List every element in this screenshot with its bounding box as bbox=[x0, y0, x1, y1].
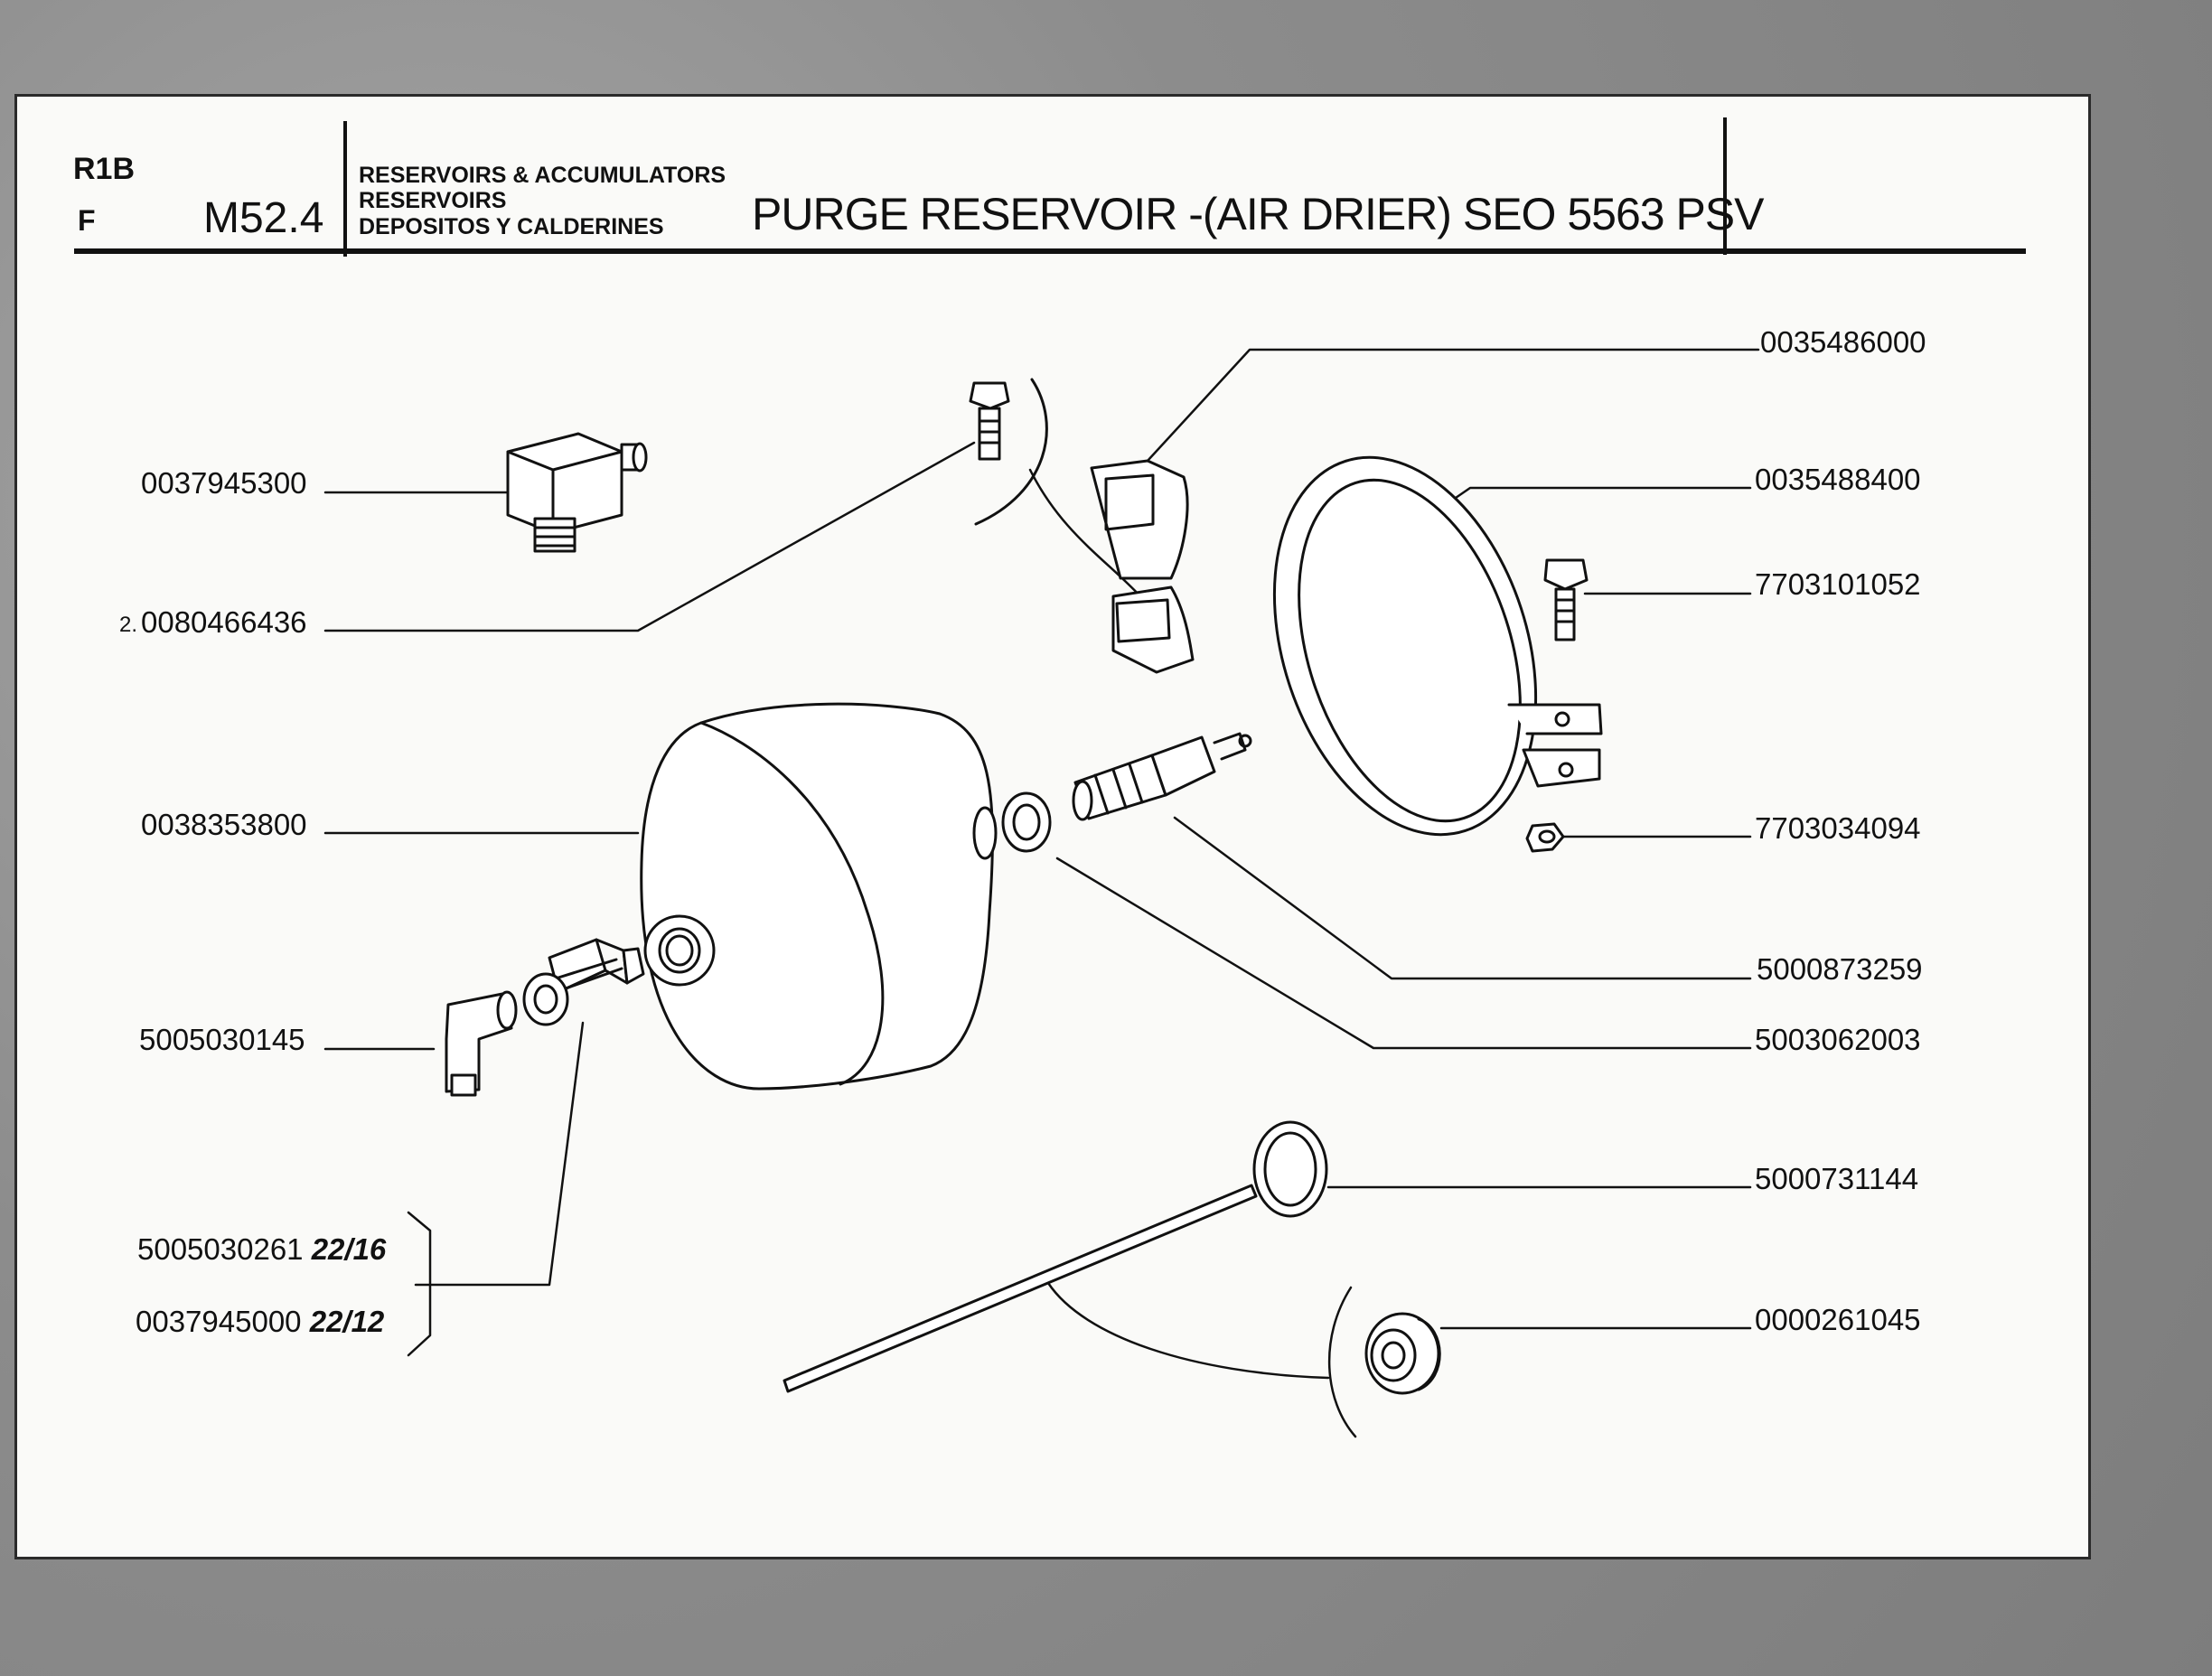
language-code: F bbox=[78, 204, 96, 237]
leader-bracket-fittings bbox=[414, 1021, 585, 1287]
strap-bracket-part bbox=[1090, 459, 1195, 674]
mounting-band-part bbox=[1272, 455, 1603, 837]
part-number-5005030261: 5005030261 bbox=[137, 1232, 304, 1266]
fitting-size-22-16: 22/16 bbox=[311, 1232, 387, 1266]
category-line-es: DEPOSITOS Y CALDERINES bbox=[359, 214, 664, 239]
part-label-7703101052: 7703101052 bbox=[1755, 567, 1921, 601]
section-number: M52.4 bbox=[203, 194, 324, 242]
part-label-0035486000: 0035486000 bbox=[1760, 325, 1926, 359]
header-underline bbox=[74, 248, 2026, 254]
brace-fittings bbox=[407, 1211, 432, 1357]
part-label-0037945300: 0037945300 bbox=[141, 466, 307, 500]
leader-0080466436 bbox=[323, 441, 976, 632]
category-line-en: RESERVOIRS & ACCUMULATORS bbox=[359, 163, 726, 188]
union-fitting-part bbox=[522, 938, 645, 1026]
part-label-0038353800: 0038353800 bbox=[141, 808, 307, 841]
part-label-5000873259: 5000873259 bbox=[1757, 952, 1923, 986]
fitting-size-22-12: 22/12 bbox=[309, 1305, 385, 1338]
part-label-0080466436: 0080466436 bbox=[141, 605, 307, 639]
part-label-5000731144: 5000731144 bbox=[1755, 1162, 1919, 1195]
parts-sheet: R1B F M52.4 RESERVOIRS & ACCUMULATORS RE… bbox=[14, 94, 2091, 1559]
nut-part bbox=[1525, 822, 1565, 853]
leader-lines bbox=[323, 348, 1760, 1357]
bolt-part bbox=[969, 378, 1142, 598]
header-divider-left bbox=[343, 121, 347, 257]
part-label-5003062003: 5003062003 bbox=[1755, 1023, 1921, 1056]
elbow-fitting-part bbox=[445, 990, 518, 1097]
swivel-block-part bbox=[506, 432, 648, 553]
model-code: R1B bbox=[73, 152, 136, 186]
leader-5000873259 bbox=[1173, 816, 1752, 980]
page-title: PURGE RESERVOIR -(AIR DRIER) SEO 5563 PS… bbox=[752, 189, 1764, 239]
part-label-7703034094: 7703034094 bbox=[1755, 811, 1921, 845]
grommet-part bbox=[1364, 1312, 1441, 1395]
drain-valve-part bbox=[1072, 732, 1252, 821]
band-bolt-part bbox=[1543, 558, 1589, 641]
leader-5003062003 bbox=[1055, 857, 1752, 1050]
reservoir-tank-part bbox=[640, 702, 998, 1091]
leader-0035488400 bbox=[1439, 486, 1752, 510]
washer-part bbox=[1001, 791, 1052, 853]
leader-0035486000 bbox=[1146, 348, 1760, 463]
drain-rod-part bbox=[783, 1120, 1357, 1438]
part-label-0037945000: 0037945000 22/12 bbox=[136, 1305, 384, 1339]
part-qty-0080466436: 2. bbox=[119, 613, 138, 637]
category-line-fr: RESERVOIRS bbox=[359, 188, 507, 213]
part-label-5005030261: 5005030261 22/16 bbox=[137, 1232, 386, 1267]
part-label-5005030145: 5005030145 bbox=[139, 1023, 305, 1056]
part-label-0035488400: 0035488400 bbox=[1755, 463, 1921, 496]
part-label-0000261045: 0000261045 bbox=[1755, 1303, 1921, 1336]
header-divider-right bbox=[1723, 117, 1727, 255]
part-number-0037945000: 0037945000 bbox=[136, 1305, 302, 1338]
